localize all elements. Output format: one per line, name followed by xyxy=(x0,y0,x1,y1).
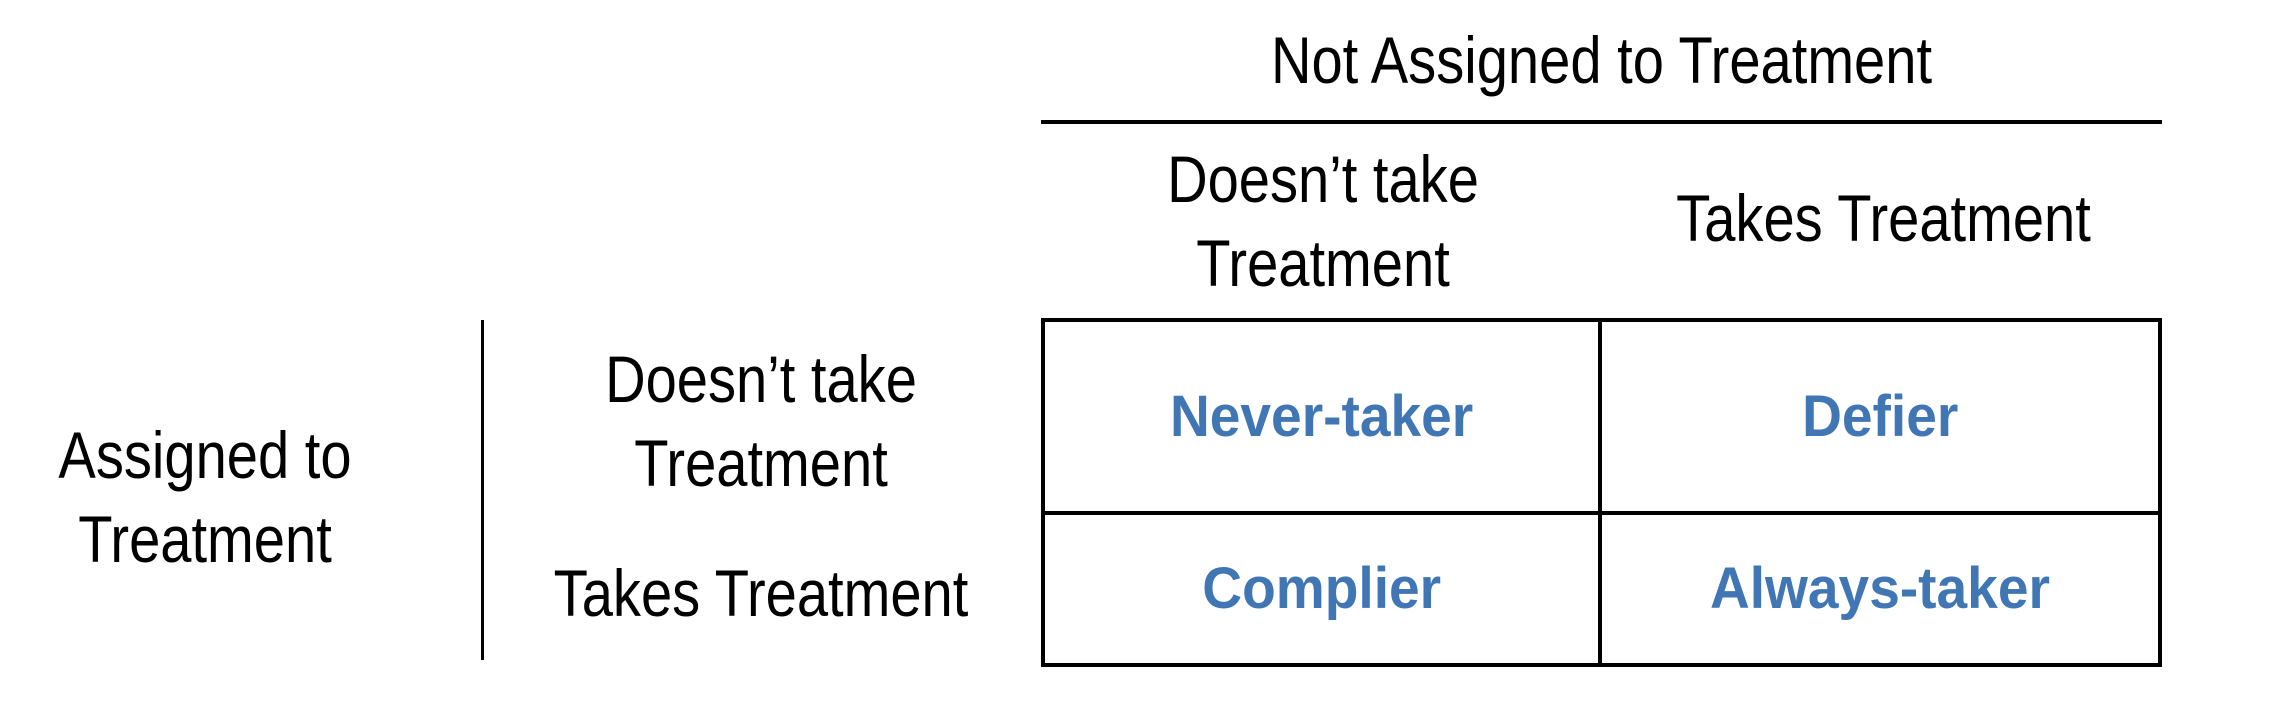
classification-table: Never-taker Defier Complier Always-taker xyxy=(1041,318,2162,667)
cell-defier: Defier xyxy=(1601,322,2158,515)
column-axis-title: Not Assigned to Treatment xyxy=(1270,23,1933,97)
defier-label: Defier xyxy=(1801,383,1958,449)
cell-complier: Complier xyxy=(1045,514,1602,663)
cell-never-taker: Never-taker xyxy=(1045,322,1602,515)
row-header-takes-treatment: Takes Treatment xyxy=(553,556,969,630)
row-axis-divider-line xyxy=(481,320,484,660)
row-header-doesnt-take-treatment: Doesn’t take Treatment xyxy=(605,342,917,500)
cell-always-taker: Always-taker xyxy=(1602,515,2159,663)
always-taker-label: Always-taker xyxy=(1709,556,2050,622)
column-header-takes-treatment: Takes Treatment xyxy=(1676,181,2091,255)
column-header-doesnt-take-treatment: Doesn’t take Treatment xyxy=(1167,142,1479,300)
column-axis-underline xyxy=(1041,120,2162,124)
never-taker-label: Never-taker xyxy=(1169,383,1473,449)
row-axis-title: Assigned to Treatment xyxy=(58,418,352,576)
complier-label: Complier xyxy=(1201,556,1441,622)
